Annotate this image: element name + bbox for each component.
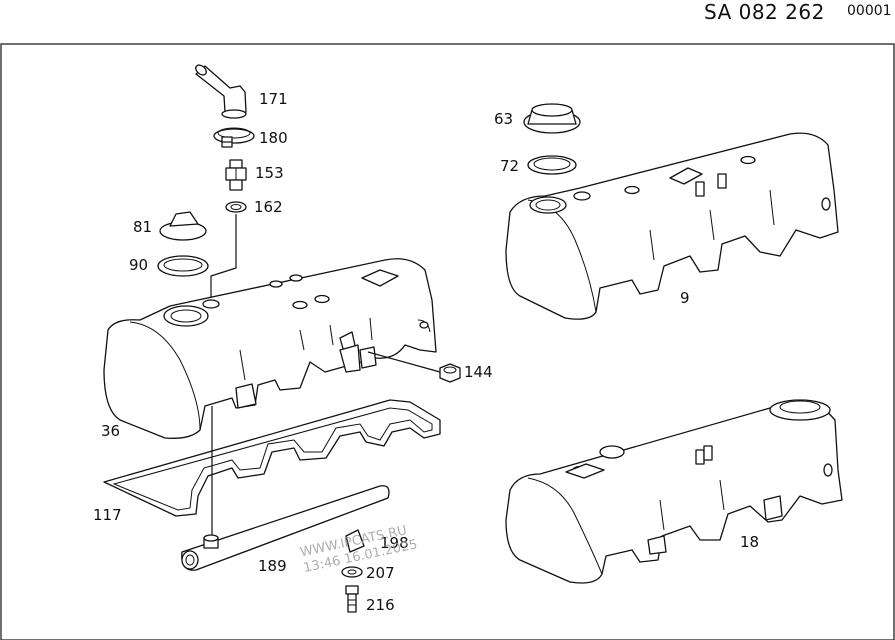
- part-72-gasket-ring[interactable]: [527, 155, 577, 175]
- callout-180: 180: [259, 129, 288, 147]
- diagram-frame: [0, 43, 895, 640]
- callout-216: 216: [366, 596, 395, 614]
- part-216-bolt[interactable]: [345, 585, 359, 613]
- callout-36: 36: [101, 422, 120, 440]
- callout-90: 90: [129, 256, 148, 274]
- part-63-filler-cap[interactable]: [523, 103, 581, 134]
- part-90-gasket-ring[interactable]: [157, 255, 209, 277]
- leader-line: [210, 214, 237, 300]
- callout-63: 63: [494, 110, 513, 128]
- part-198-clip[interactable]: [345, 529, 365, 553]
- callout-162: 162: [254, 198, 283, 216]
- callout-81: 81: [133, 218, 152, 236]
- leader-line: [367, 351, 441, 373]
- part-171-breather-elbow[interactable]: [194, 63, 247, 119]
- callout-117: 117: [93, 506, 122, 524]
- callout-171: 171: [259, 90, 288, 108]
- part-162-seal-ring[interactable]: [225, 201, 247, 213]
- callout-18: 18: [740, 533, 759, 551]
- part-189-oil-pipe[interactable]: [181, 485, 390, 571]
- part-153-fitting[interactable]: [225, 159, 247, 191]
- part-81-filler-cap[interactable]: [159, 211, 207, 241]
- part-18-cylinder-head-cover[interactable]: [505, 399, 843, 584]
- callout-198: 198: [380, 534, 409, 552]
- part-117-cover-gasket[interactable]: [103, 399, 441, 517]
- part-36-cylinder-head-cover[interactable]: [103, 258, 437, 439]
- part-180-hose-clamp[interactable]: [213, 127, 255, 148]
- part-144-nut[interactable]: [439, 363, 461, 383]
- callout-189: 189: [258, 557, 287, 575]
- callout-153: 153: [255, 164, 284, 182]
- page-number: 00001: [847, 3, 892, 19]
- callout-207: 207: [366, 564, 395, 582]
- callout-144: 144: [464, 363, 493, 381]
- part-207-washer[interactable]: [341, 566, 363, 578]
- callout-72: 72: [500, 157, 519, 175]
- callout-9: 9: [680, 289, 690, 307]
- diagram-code: SA 082 262: [704, 0, 825, 24]
- part-9-cylinder-head-cover[interactable]: [505, 132, 839, 320]
